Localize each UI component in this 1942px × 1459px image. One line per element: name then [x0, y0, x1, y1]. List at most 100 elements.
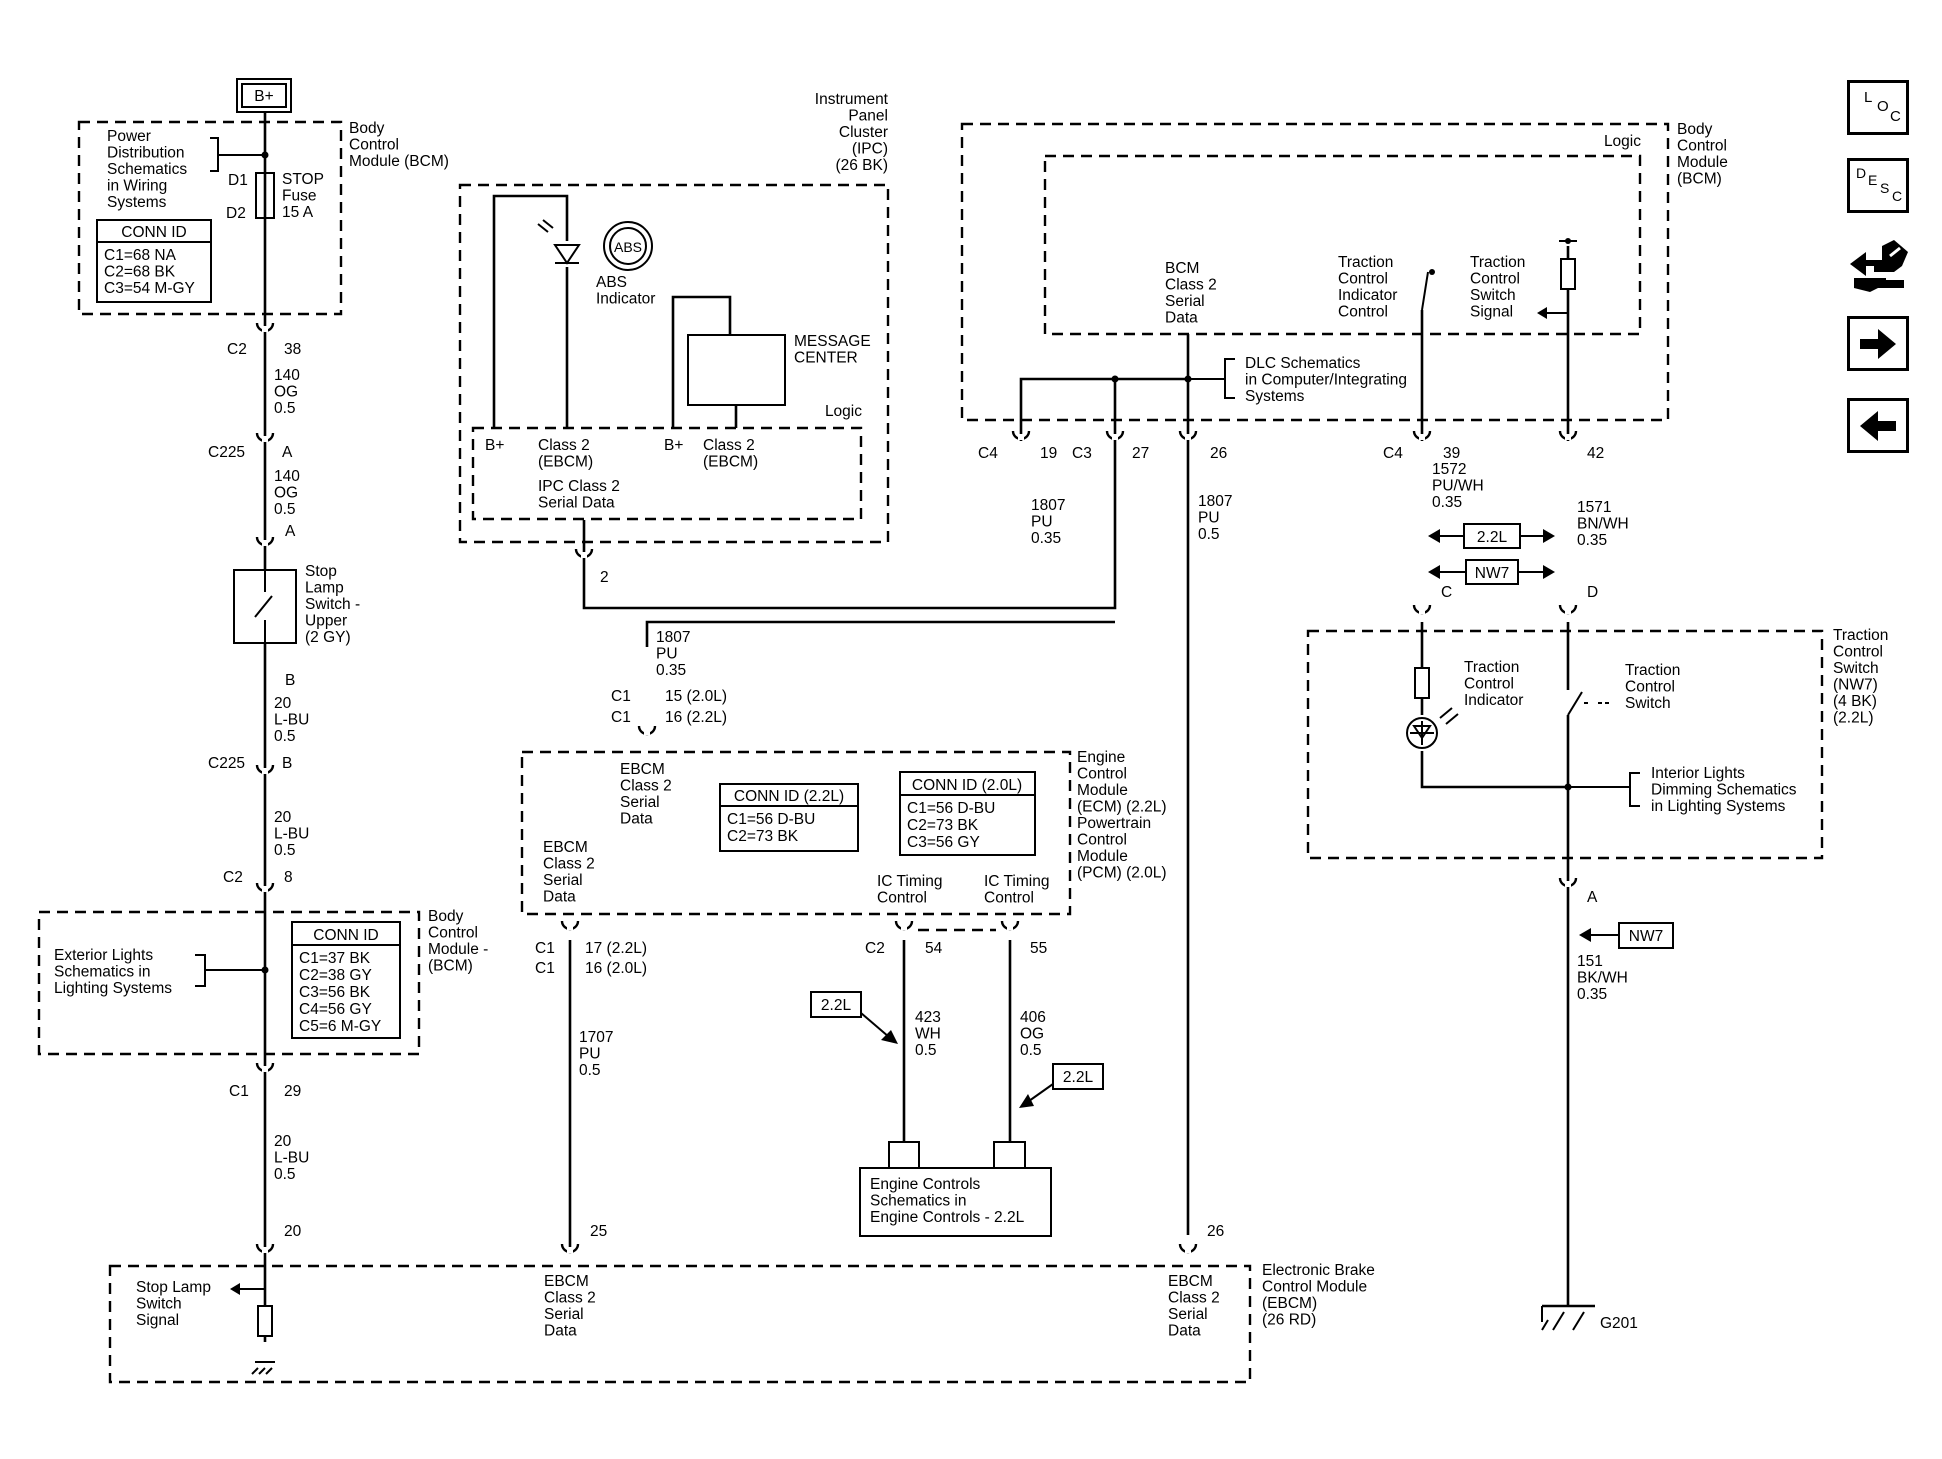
label-line: Panel: [848, 108, 888, 125]
label-line: 15 A: [282, 204, 314, 221]
label-line: Switch: [1625, 695, 1671, 712]
label-line: Module -: [428, 941, 488, 958]
label-line: 1807: [1031, 497, 1065, 514]
loc-button[interactable]: L O C: [1847, 80, 1909, 135]
connector-gap: [567, 1247, 573, 1253]
connector-gap: [1185, 434, 1191, 440]
next-button[interactable]: [1847, 316, 1909, 371]
ebcm-box: [108, 1264, 1252, 1384]
label-line: Interior Lights: [1651, 765, 1745, 782]
desc-icon: D E S C: [1856, 165, 1902, 204]
label-line: (2 GY): [305, 629, 351, 646]
label-line: Serial: [1165, 293, 1205, 310]
label-line: DLC Schematics: [1245, 355, 1361, 372]
connector-marks: [255, 322, 1578, 1254]
label-line: Indicator: [596, 291, 655, 308]
label-line: Fuse: [282, 188, 316, 205]
connector-gap: [1419, 434, 1425, 440]
label-line: Control: [1464, 676, 1514, 693]
connector-gap: [262, 886, 268, 892]
label-line: C225: [208, 755, 245, 772]
label-line: C4: [1383, 445, 1403, 462]
label-line: Switch -: [305, 596, 360, 613]
label-line: Engine Controls: [870, 1176, 981, 1193]
label-line: 0.5: [274, 728, 296, 745]
label-line: C2=73 BK: [727, 828, 799, 845]
svg-text:D: D: [1587, 584, 1598, 601]
label-line: C2: [865, 940, 885, 957]
label-line: C3=56 GY: [907, 834, 980, 851]
connector-gap: [1112, 434, 1118, 440]
label-line: 0.5: [1198, 526, 1220, 543]
label-line: EBCM: [620, 761, 665, 778]
svg-text:26: 26: [1207, 1223, 1224, 1240]
connector-gap: [567, 924, 573, 930]
label-line: in Lighting Systems: [1651, 798, 1786, 815]
desc-button[interactable]: D E S C: [1847, 158, 1909, 213]
label-line: Control: [984, 890, 1034, 907]
label-line: (BCM): [428, 958, 473, 975]
loc-icon: L O C: [1864, 89, 1901, 125]
label-line: C225: [208, 444, 245, 461]
connector-gap: [262, 436, 268, 442]
svg-text:C: C: [1890, 108, 1901, 125]
label-line: Module: [1077, 848, 1128, 865]
label-line: Class 2: [1168, 1290, 1220, 1307]
label-line: (2.2L): [1833, 710, 1874, 727]
label-line: Control: [877, 890, 927, 907]
svg-text:NW7: NW7: [1629, 928, 1663, 945]
label-line: 140: [274, 367, 300, 384]
label-line: MESSAGE: [794, 333, 871, 350]
ipc-logic-box: [471, 426, 863, 521]
label-line: C5=6 M-GY: [299, 1018, 381, 1035]
label-line: (EBCM): [703, 454, 758, 471]
wire-ipc-serial: [582, 379, 1117, 610]
label-line: Traction: [1470, 254, 1525, 271]
connector-gap: [1565, 434, 1571, 440]
label-line: Module: [1077, 782, 1128, 799]
svg-text:2: 2: [600, 569, 609, 586]
back-button[interactable]: [1847, 398, 1909, 453]
conn-id-bcm2: [291, 921, 401, 1039]
label-line: PU: [1031, 514, 1053, 531]
svg-text:C: C: [1892, 188, 1902, 204]
tc-switch-box: [1306, 629, 1824, 860]
label-line: 0.35: [1031, 530, 1061, 547]
svg-text:CONN ID (2.2L): CONN ID (2.2L): [734, 788, 844, 805]
label-line: (BCM): [1677, 171, 1722, 188]
label-line: ABS: [596, 274, 627, 291]
label-line: 151: [1577, 953, 1603, 970]
label-line: Stop Lamp: [136, 1279, 211, 1296]
label-line: 20: [274, 809, 292, 826]
bcm-logic-box: [1043, 154, 1642, 336]
label-line: Serial: [620, 794, 660, 811]
label-line: 54: [925, 940, 943, 957]
label-line: IPC Class 2: [538, 478, 620, 495]
b-plus-label: B+: [254, 88, 273, 105]
connector-gap: [262, 326, 268, 332]
label-line: Control: [1077, 766, 1127, 783]
svg-text:B+: B+: [664, 437, 683, 454]
label-line: Class 2: [543, 856, 595, 873]
conn-id-20: [899, 771, 1036, 856]
label-line: OG: [1020, 1026, 1044, 1043]
label-line: C4: [978, 445, 998, 462]
label-line: Lamp: [305, 580, 344, 597]
svg-text:D2: D2: [226, 205, 246, 222]
engine-controls-box: [859, 1167, 1052, 1237]
connector-button[interactable]: [1846, 232, 1912, 302]
label-line: Serial: [1168, 1306, 1208, 1323]
label-line: 1807: [1198, 493, 1232, 510]
